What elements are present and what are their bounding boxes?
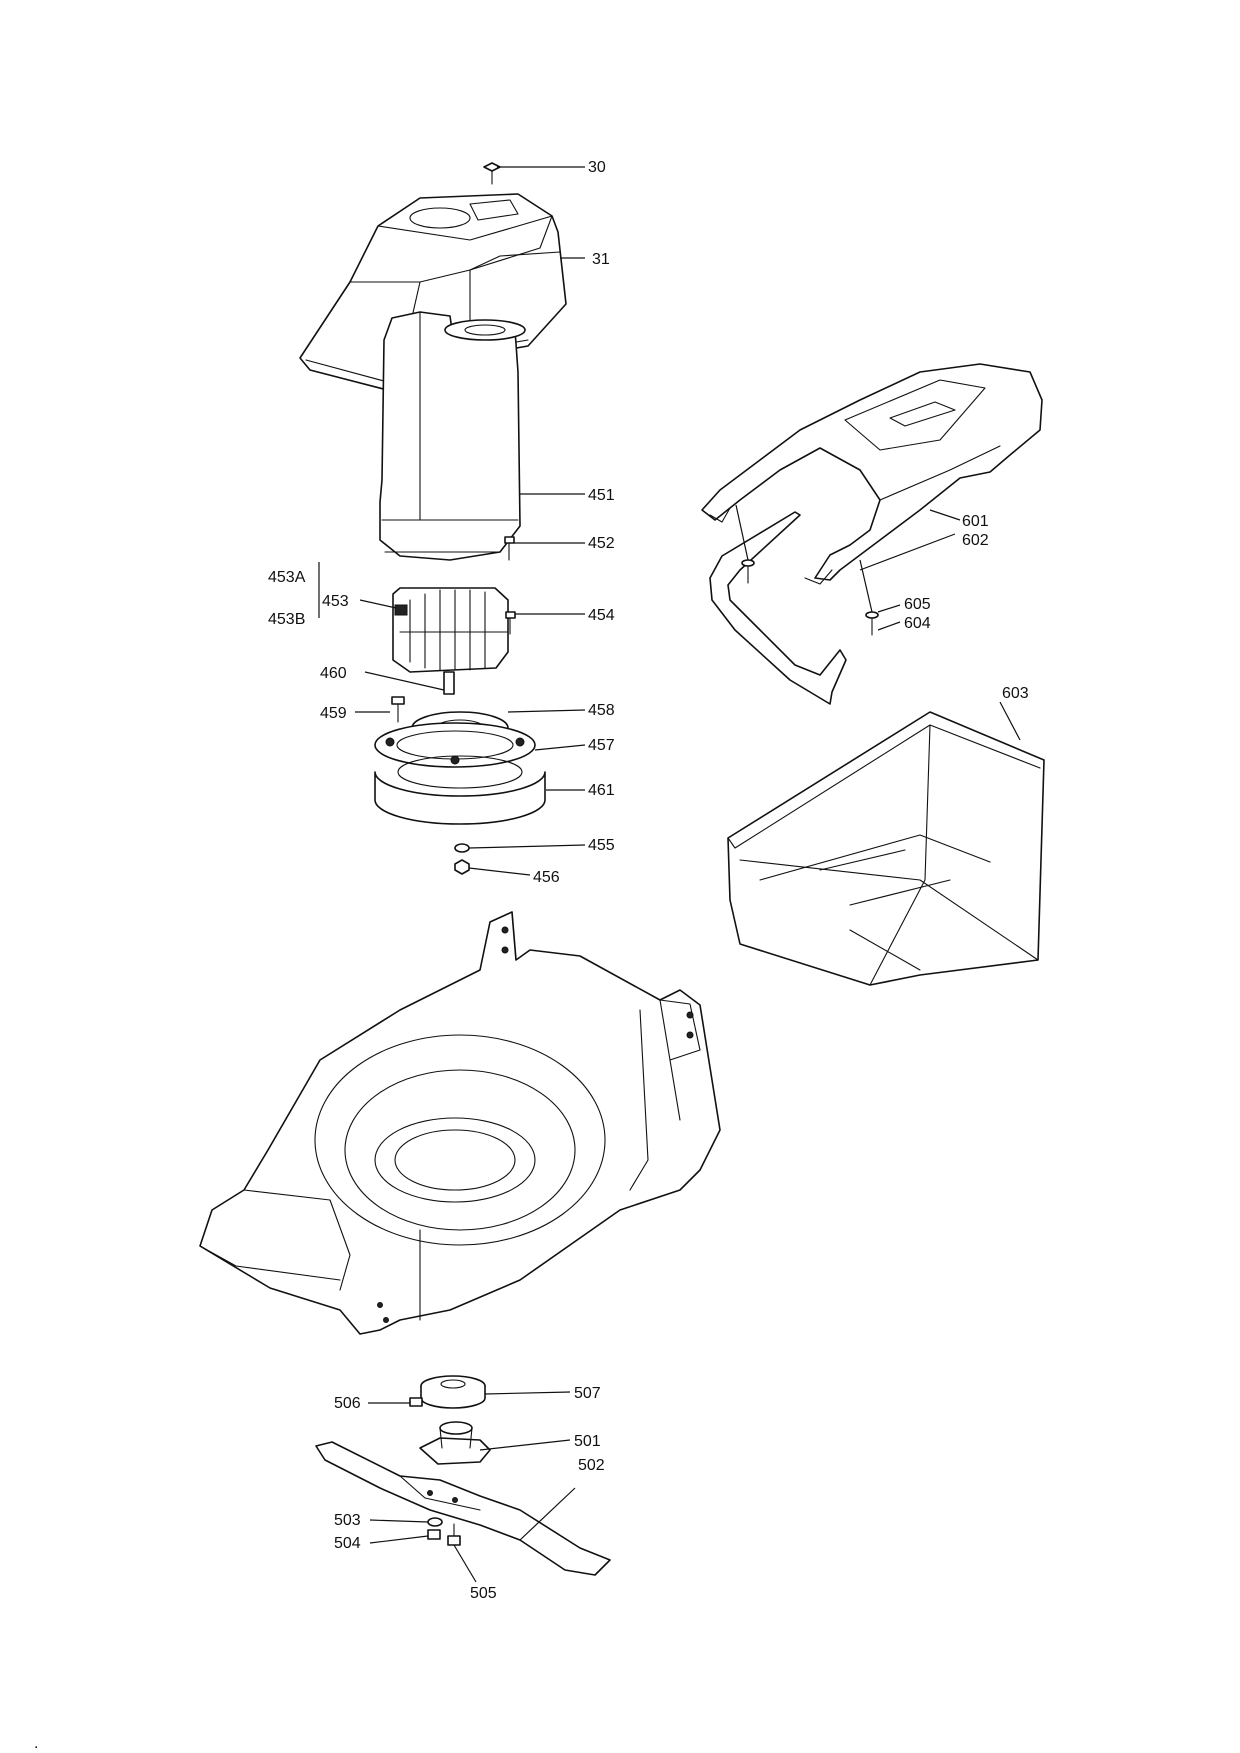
callout-505: 505 bbox=[470, 1585, 497, 1602]
part-460-shaft bbox=[364, 671, 455, 695]
callout-501: 501 bbox=[574, 1433, 601, 1450]
callout-30: 30 bbox=[588, 159, 606, 176]
callout-455: 455 bbox=[588, 837, 615, 854]
callout-453A: 453A bbox=[268, 569, 306, 586]
callout-452: 452 bbox=[588, 535, 615, 552]
part-459-bolt bbox=[355, 696, 405, 723]
callout-504: 504 bbox=[334, 1535, 361, 1552]
callout-605: 605 bbox=[904, 596, 931, 613]
part-451-motor-cover bbox=[379, 311, 585, 561]
part-601-grassbox-lid bbox=[701, 363, 1043, 585]
callout-456: 456 bbox=[533, 869, 560, 886]
callout-506: 506 bbox=[334, 1395, 361, 1412]
callout-labels: 30 31 451 452 453A 453 453B 454 460 459 … bbox=[34, 159, 1029, 1752]
callout-460: 460 bbox=[320, 665, 347, 682]
part-504-bolt bbox=[369, 1529, 441, 1544]
callout-461: 461 bbox=[588, 782, 615, 799]
part-456-nut bbox=[454, 859, 531, 876]
callout-604: 604 bbox=[904, 615, 931, 632]
part-30-screw bbox=[483, 162, 585, 185]
callout-601: 601 bbox=[962, 513, 989, 530]
callout-451: 451 bbox=[588, 487, 615, 504]
callout-454: 454 bbox=[588, 607, 615, 624]
part-457-mount-ring bbox=[374, 722, 586, 768]
part-452-bolt bbox=[504, 536, 585, 561]
part-503-washer bbox=[369, 1517, 443, 1527]
callout-502: 502 bbox=[578, 1457, 605, 1474]
callout-503: 503 bbox=[334, 1512, 361, 1529]
part-502-blade bbox=[315, 1441, 611, 1576]
footer-mark: . bbox=[34, 1735, 38, 1752]
callout-457: 457 bbox=[588, 737, 615, 754]
callout-458: 458 bbox=[588, 702, 615, 719]
part-501-blade-hub bbox=[419, 1421, 571, 1465]
callout-603: 603 bbox=[1002, 685, 1029, 702]
part-461-base-ring bbox=[374, 755, 585, 825]
part-603-grass-box bbox=[727, 701, 1045, 986]
mower-deck-housing bbox=[199, 911, 721, 1335]
callout-31: 31 bbox=[592, 251, 610, 268]
callout-602: 602 bbox=[962, 532, 989, 549]
part-505-bolt bbox=[447, 1523, 477, 1583]
callout-459: 459 bbox=[320, 705, 347, 722]
callout-507: 507 bbox=[574, 1385, 601, 1402]
part-604-screw bbox=[735, 504, 901, 636]
callout-453B: 453B bbox=[268, 611, 305, 628]
part-454-screw bbox=[505, 611, 585, 635]
part-506-key bbox=[368, 1397, 423, 1407]
part-455-washer bbox=[454, 843, 586, 853]
part-453-motor-stator bbox=[318, 562, 509, 673]
part-507-blade-adapter bbox=[420, 1375, 571, 1409]
callout-453: 453 bbox=[322, 593, 349, 610]
